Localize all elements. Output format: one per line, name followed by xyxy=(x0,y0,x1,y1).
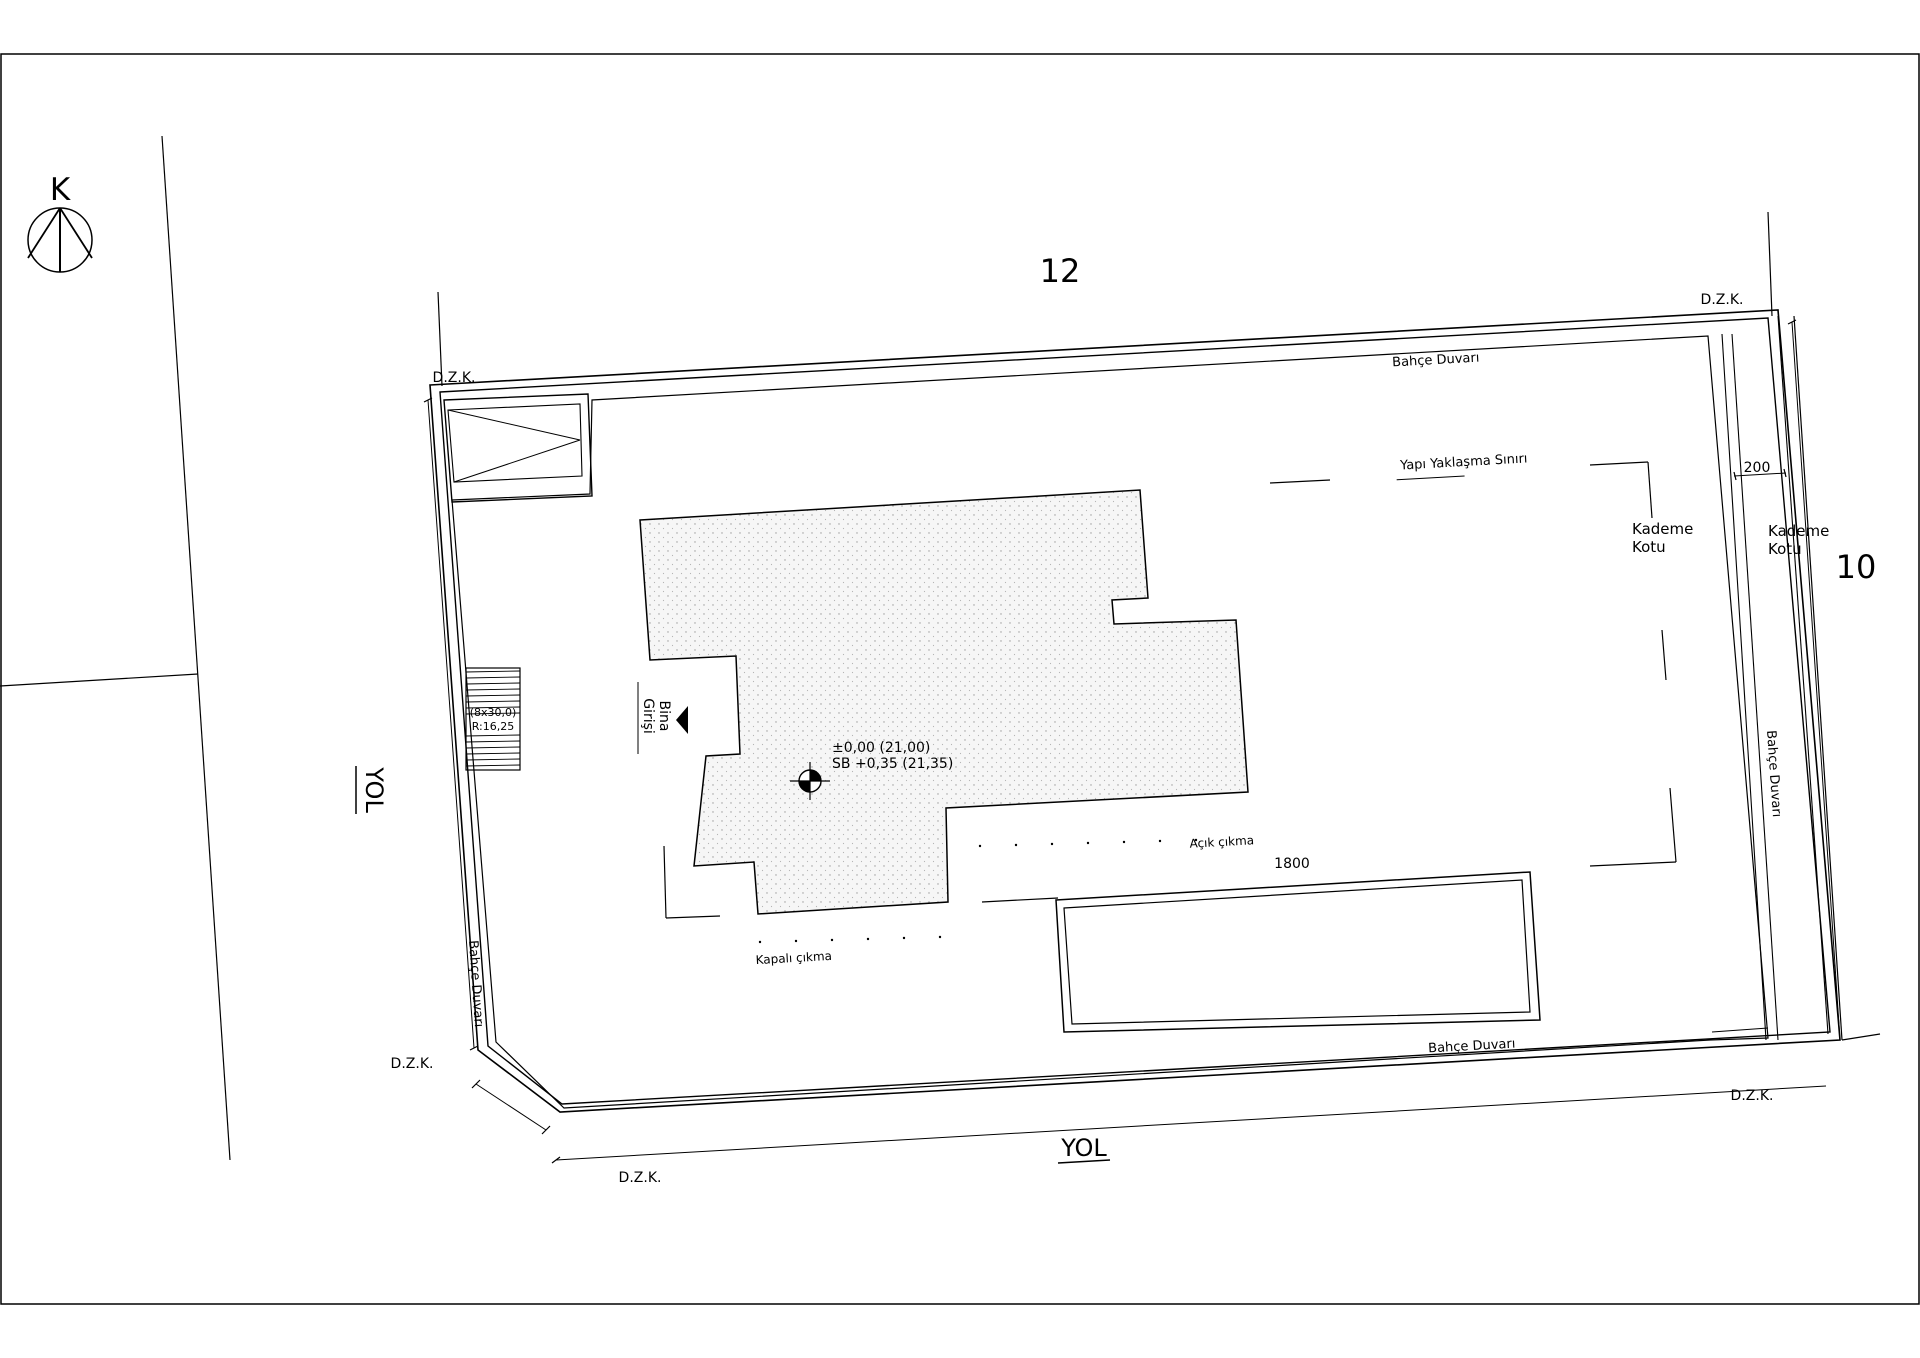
sheet-frame xyxy=(0,53,1920,1305)
garden-wall-label-west: Bahçe Duvarı xyxy=(465,940,486,1028)
garden-wall-label-north: Bahçe Duvarı xyxy=(1392,351,1480,371)
dimension-value-200: 200 xyxy=(1744,460,1771,476)
open-overhang-label: Açık çıkma xyxy=(1189,833,1254,851)
svg-text:YOL: YOL xyxy=(1060,1134,1107,1162)
svg-text:Girişi: Girişi xyxy=(640,698,656,734)
east-strip-line-3 xyxy=(1777,315,1829,1035)
pool xyxy=(1055,871,1541,1033)
dimension-west xyxy=(423,397,479,1051)
step-level-label-2b: Kotu xyxy=(1768,540,1802,558)
entry-stairs: (8x30,0) R:16,25 xyxy=(465,667,521,771)
east-strip-line-4 xyxy=(1711,1027,1769,1033)
dzk-label-ne: D.Z.K. xyxy=(1701,292,1744,308)
step-level-label-1a: Kademe xyxy=(1632,520,1693,538)
garden-wall-label-east: Bahçe Duvarı xyxy=(1763,730,1784,818)
dimension-east xyxy=(1787,319,1841,1041)
dzk-label-se: D.Z.K. xyxy=(1731,1088,1774,1104)
road-label-west: YOL xyxy=(355,766,388,814)
north-letter: K xyxy=(50,172,71,208)
svg-text:Yapı Yaklaşma Sınırı: Yapı Yaklaşma Sınırı xyxy=(1399,451,1528,473)
parcel-boundary xyxy=(429,309,1841,1113)
benchmark-icon xyxy=(790,762,830,800)
setback-limit xyxy=(663,461,1677,919)
dimension-south xyxy=(551,1085,1827,1164)
svg-text:Bina: Bina xyxy=(656,701,672,732)
closed-overhang-label: Kapalı çıkma xyxy=(755,949,832,967)
east-strip-line-2 xyxy=(1731,333,1779,1041)
stairs-label-2: R:16,25 xyxy=(472,720,515,733)
dzk-label-south: D.Z.K. xyxy=(619,1170,662,1186)
north-arrow: K xyxy=(27,172,93,273)
cadastral-line-west xyxy=(161,135,231,1161)
cadastral-line-northwest xyxy=(437,291,443,387)
level-label-ground: ±0,00 (21,00) xyxy=(832,740,930,756)
cadastral-line-east xyxy=(1793,315,1843,1041)
dimension-value-1800: 1800 xyxy=(1274,856,1310,872)
road-label-south: YOL xyxy=(1057,1134,1111,1164)
level-label-base: SB +0,35 (21,35) xyxy=(832,756,953,772)
dzk-label-sw: D.Z.K. xyxy=(391,1056,434,1072)
entrance-arrow-icon xyxy=(676,706,688,734)
dzk-label-nw: D.Z.K. xyxy=(433,370,476,386)
svg-text:YOL: YOL xyxy=(360,766,388,813)
parcel-number-north: 12 xyxy=(1040,252,1081,290)
stairs-label-1: (8x30,0) xyxy=(470,706,517,719)
east-strip-line-1 xyxy=(1721,333,1767,1041)
garden-wall-inner xyxy=(439,317,1831,1105)
open-overhang-dots xyxy=(978,838,1198,848)
closed-overhang-dots xyxy=(758,935,942,944)
building-footprint xyxy=(639,489,1249,915)
garden-wall-label-south: Bahçe Duvarı xyxy=(1428,1037,1516,1057)
step-level-label-2a: Kademe xyxy=(1768,522,1829,540)
utility-box xyxy=(443,393,593,503)
dimension-setback-200 xyxy=(1733,468,1787,481)
entrance-label: Bina Girişi xyxy=(637,682,672,754)
cadastral-line-west-horizontal xyxy=(0,673,199,687)
setback-label: Yapı Yaklaşma Sınırı xyxy=(1396,451,1528,481)
step-level-label-1b: Kotu xyxy=(1632,538,1666,556)
parcel-number-east: 10 xyxy=(1836,548,1877,586)
cadastral-line-southeast xyxy=(1841,1033,1881,1041)
dimension-corner xyxy=(471,1079,551,1135)
cadastral-line-northeast xyxy=(1767,211,1773,317)
